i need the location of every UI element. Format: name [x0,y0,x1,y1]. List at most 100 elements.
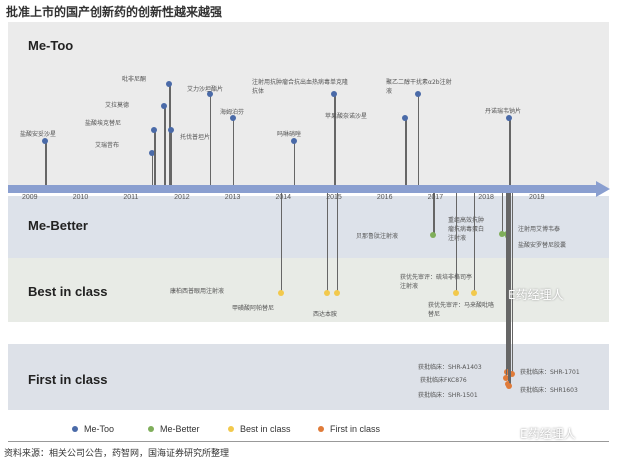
year-tick-label: 2010 [72,194,89,201]
legend-dot-icon [318,426,324,432]
drug-label: 海姆泊芬 [220,109,245,116]
drug-label: 获批临床FKC876 [420,377,467,384]
stem-line [511,189,514,374]
year-tick-label: 2018 [478,194,494,201]
drug-point [414,91,421,97]
stem-line [405,118,407,189]
drug-label: 甲磺酸阿帕替尼 [232,305,275,312]
stem-line [501,189,503,234]
drug-label: 盐酸安罗替尼胶囊 [518,242,567,249]
drug-point [498,231,505,237]
drug-point [430,232,437,238]
category-label: Me-Better [28,218,88,233]
stem-line [509,118,511,189]
category-label: Me-Too [28,38,74,53]
drug-label: 艾力沙坦酯片 [187,86,224,93]
year-tick-label: 2012 [174,194,190,201]
legend-item-me-too: Me-Too [72,424,114,434]
divider [8,441,609,442]
legend-dot-icon [228,426,234,432]
year-tick-label: 2016 [376,194,393,201]
drug-point [402,115,409,121]
drug-label: 聚乙二醇干扰素α2b注射 液 [386,79,452,95]
drug-label: 托伐普坦片 [180,134,211,141]
drug-point [42,138,49,144]
drug-label: 注射用艾博韦泰 [518,226,561,233]
stem-line [507,189,510,384]
year-tick-label: 2019 [529,194,545,201]
stem-line [293,141,296,189]
drug-label: 丹诺瑞韦钠片 [485,108,522,115]
drug-label: 获批临床：SHR1603 [520,387,578,394]
stem-line [164,106,166,189]
drug-point [151,127,158,133]
drug-point [167,127,174,133]
drug-point [331,91,338,97]
drug-point [506,115,513,121]
stem-line [280,189,283,293]
category-label: First in class [28,372,108,387]
stem-line [417,94,420,189]
drug-label: 贝那鲁肽注射液 [356,233,399,240]
drug-point [502,375,509,381]
drug-point [470,290,477,296]
drug-point [323,290,330,296]
category-label: Best in class [28,284,108,299]
legend-item-first: First in class [318,424,380,434]
stem-line [154,130,156,189]
drug-label: 盐酸安妥沙星 [20,131,57,138]
drug-point [506,383,513,389]
stem-line [169,84,171,189]
legend-label: First in class [330,424,381,434]
drug-label: 西达本胺 [313,311,338,318]
stem-line [170,130,173,189]
stem-line [232,118,235,189]
drug-label: 获批临床：SHR-1701 [520,369,580,376]
stem-line [433,189,435,235]
stem-line [326,189,329,293]
year-tick-label: 2015 [326,194,342,201]
drug-point [277,290,284,296]
legend-label: Me-Better [160,424,200,434]
drug-label: 获优先审评：马来酸吡咯 替尼 [428,302,495,318]
drug-label: 康柏西普眼用注射液 [170,288,225,295]
watermark: E药经理人 [520,427,576,441]
legend-dot-icon [72,426,78,432]
drug-label: 吡非尼酮 [122,76,147,83]
year-tick-label: 2017 [427,194,444,201]
drug-point [333,290,340,296]
stem-line [45,141,47,189]
year-tick-label: 2011 [123,194,139,201]
stem-line [336,189,339,293]
source-note: 资料来源：相关公司公告，药智网，国海证券研究所整理 [4,449,230,459]
stem-line [473,189,476,293]
drug-label: 获批临床：SHR-A1403 [418,364,482,371]
legend: Me-Too Me-Better Best in class First in … [0,424,619,438]
legend-label: Me-Too [84,424,115,434]
stem-line [334,94,336,189]
year-tick-label: 2013 [224,194,241,201]
stem-line [506,189,509,372]
year-tick-label: 2014 [275,194,292,201]
legend-label: Best in class [240,424,291,434]
drug-label: 盐酸埃克替尼 [85,120,122,127]
drug-label: 获优先审评：硫培非格司亭 注射液 [400,274,473,290]
drug-label: 艾拉莫德 [105,102,130,109]
legend-dot-icon [148,426,154,432]
drug-point [161,103,168,109]
legend-item-me-better: Me-Better [148,424,200,434]
legend-item-best: Best in class [228,424,291,434]
drug-label: 吗啉硝唑 [277,131,302,138]
stem-line [505,189,508,378]
drug-point [148,150,155,156]
drug-label: 重组高效抗肿 瘤抗病毒蛋白 注射液 [448,217,485,242]
band-first-in-class: First in class [8,344,609,410]
drug-point [508,371,515,377]
drug-label: 注射用抗肿瘤合抗出血热病毒单克隆 抗体 [252,79,349,95]
drug-label: 艾瑞昔布 [95,142,120,149]
drug-point [290,138,297,144]
year-tick-label: 2009 [22,194,38,201]
watermark: E药经理人 [508,288,564,302]
drug-point [206,91,213,97]
stem-line [455,189,458,293]
